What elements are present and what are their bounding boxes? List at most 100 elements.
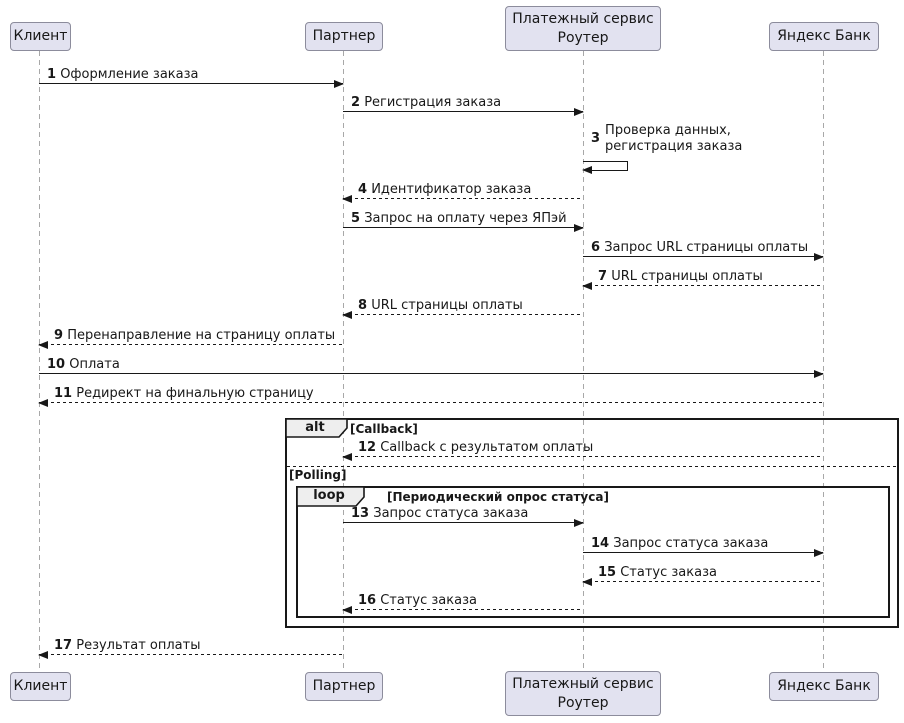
participant-top-router: Платежный сервис Роутер (505, 6, 661, 51)
message-seq: 1 (47, 67, 57, 82)
message-text: Проверка данных, регистрация заказа (605, 123, 743, 154)
message-line (583, 285, 823, 286)
message-seq: 14 (591, 536, 610, 551)
message-line (39, 402, 823, 403)
alt-frame-label: alt (305, 420, 325, 435)
arrowhead-left-icon (342, 195, 352, 203)
message-seq: 11 (54, 386, 73, 401)
message-2: 2 Регистрация заказа (343, 90, 584, 116)
message-line (343, 314, 583, 315)
message-seq: 9 (54, 328, 64, 343)
message-label: 7 URL страницы оплаты (598, 269, 763, 284)
message-line (343, 609, 583, 610)
message-seq: 7 (598, 269, 608, 284)
arrowhead-right-icon (814, 549, 824, 557)
arrowhead-left-icon (582, 166, 592, 174)
message-seq: 12 (358, 440, 377, 455)
arrowhead-left-icon (582, 282, 592, 290)
participant-bottom-partner: Партнер (305, 672, 383, 701)
message-label: 10 Оплата (47, 357, 120, 372)
arrowhead-left-icon (342, 453, 352, 461)
message-4: 4 Идентификатор заказа (342, 177, 583, 203)
message-label: 11 Редирект на финальную страницу (54, 386, 314, 401)
message-10: 10 Оплата (39, 352, 824, 378)
message-line (39, 373, 823, 374)
message-line (583, 256, 823, 257)
arrowhead-right-icon (574, 519, 584, 527)
message-label: 12 Callback с результатом оплаты (358, 440, 593, 455)
lifeline-client (39, 51, 40, 672)
message-text: Перенаправление на страницу оплаты (67, 328, 336, 343)
message-label: 9 Перенаправление на страницу оплаты (54, 328, 335, 343)
message-5: 5 Запрос на оплату через ЯПэй (343, 206, 584, 232)
alt-condition-callback: [Callback] (350, 422, 418, 436)
participant-bottom-router: Платежный сервис Роутер (505, 671, 661, 716)
arrowhead-left-icon (342, 606, 352, 614)
message-text: Статус заказа (380, 593, 477, 608)
message-seq: 2 (351, 95, 361, 110)
message-13: 13 Запрос статуса заказа (343, 501, 584, 527)
message-text: URL страницы оплаты (371, 298, 523, 313)
participant-top-yandex-bank: Яндекс Банк (769, 22, 879, 51)
message-label: 17 Результат оплаты (54, 638, 200, 653)
arrowhead-left-icon (38, 341, 48, 349)
arrowhead-left-icon (342, 311, 352, 319)
message-label: 14 Запрос статуса заказа (591, 536, 768, 551)
message-label: 15 Статус заказа (598, 565, 717, 580)
message-text: URL страницы оплаты (611, 269, 763, 284)
message-text: Редирект на финальную страницу (76, 386, 314, 401)
message-6: 6 Запрос URL страницы оплаты (583, 235, 824, 261)
alt-else-divider (287, 466, 897, 467)
arrowhead-right-icon (574, 224, 584, 232)
message-label: 1 Оформление заказа (47, 67, 199, 82)
message-text: Статус заказа (620, 565, 717, 580)
alt-condition-polling: [Polling] (289, 468, 347, 482)
participant-top-client: Клиент (10, 22, 71, 51)
message-15: 15 Статус заказа (582, 560, 823, 586)
lifeline-router (583, 51, 584, 671)
message-label: 8 URL страницы оплаты (358, 298, 523, 313)
message-line (39, 654, 343, 655)
message-text: Оформление заказа (60, 67, 199, 82)
message-text: Результат оплаты (76, 638, 201, 653)
message-label: 5 Запрос на оплату через ЯПэй (351, 211, 567, 226)
message-line (583, 581, 823, 582)
message-17: 17 Результат оплаты (38, 633, 343, 659)
message-line (343, 227, 583, 228)
message-label: 16 Статус заказа (358, 593, 477, 608)
participant-bottom-client: Клиент (10, 672, 71, 701)
message-label: 4 Идентификатор заказа (358, 182, 531, 197)
message-seq: 15 (598, 565, 617, 580)
loop-frame-label-shape (296, 486, 365, 507)
lifeline-partner (343, 51, 344, 672)
message-seq: 3 (591, 131, 601, 146)
message-seq: 4 (358, 182, 368, 197)
arrowhead-right-icon (814, 370, 824, 378)
message-3-line-out (583, 161, 628, 162)
message-3-line-back (592, 170, 628, 171)
message-text: Регистрация заказа (364, 95, 502, 110)
participant-bottom-yandex-bank: Яндекс Банк (769, 672, 879, 701)
message-text: Идентификатор заказа (371, 182, 532, 197)
message-line (39, 344, 343, 345)
message-1: 1 Оформление заказа (39, 62, 344, 88)
loop-frame-label: loop (313, 488, 345, 503)
arrowhead-right-icon (574, 108, 584, 116)
message-seq: 8 (358, 298, 368, 313)
message-3-line-down (627, 161, 628, 171)
message-seq: 6 (591, 240, 601, 255)
message-9: 9 Перенаправление на страницу оплаты (38, 323, 343, 349)
message-text: Запрос на оплату через ЯПэй (364, 211, 567, 226)
alt-frame: alt [Callback] [Polling] (285, 418, 899, 628)
arrowhead-left-icon (38, 651, 48, 659)
message-seq: 17 (54, 638, 73, 653)
loop-condition: [Периодический опрос статуса] (387, 490, 609, 504)
message-seq: 16 (358, 593, 377, 608)
message-label: 2 Регистрация заказа (351, 95, 501, 110)
message-seq: 5 (351, 211, 361, 226)
message-line (343, 522, 583, 523)
message-12: 12 Callback с результатом оплаты (342, 435, 823, 461)
arrowhead-right-icon (334, 80, 344, 88)
message-line (583, 552, 823, 553)
